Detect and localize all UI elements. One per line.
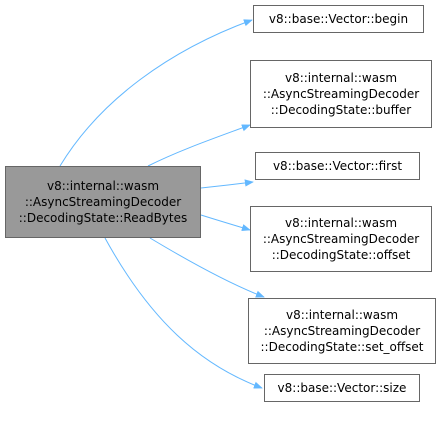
node-vector-size[interactable]: v8::base::Vector::size bbox=[264, 374, 420, 402]
node-vector-begin-label: v8::base::Vector::begin bbox=[268, 12, 409, 26]
edge-to-set-offset bbox=[149, 237, 265, 298]
node-vector-first[interactable]: v8::base::Vector::first bbox=[255, 152, 420, 180]
edge-to-first bbox=[200, 179, 254, 189]
node-vector-begin[interactable]: v8::base::Vector::begin bbox=[253, 5, 424, 33]
node-set-offset-line-1: v8::internal::wasm bbox=[285, 308, 399, 322]
edge-to-size bbox=[104, 237, 263, 389]
node-offset-line-2: ::AsyncStreamingDecoder bbox=[262, 232, 420, 246]
node-readbytes-line-3: ::DecodingState::ReadBytes bbox=[18, 211, 188, 225]
node-readbytes: v8::internal::wasm ::AsyncStreamingDecod… bbox=[5, 166, 201, 238]
node-vector-first-label: v8::base::Vector::first bbox=[272, 159, 403, 173]
node-buffer-line-3: ::DecodingState::buffer bbox=[270, 103, 412, 117]
node-buffer-line-1: v8::internal::wasm bbox=[284, 71, 398, 85]
node-readbytes-line-2: ::AsyncStreamingDecoder bbox=[24, 195, 182, 209]
node-vector-size-label: v8::base::Vector::size bbox=[277, 381, 407, 395]
node-offset-line-1: v8::internal::wasm bbox=[284, 216, 398, 230]
node-offset-line-3: ::DecodingState::offset bbox=[271, 248, 411, 262]
node-readbytes-line-1: v8::internal::wasm bbox=[46, 179, 160, 193]
edge-to-offset bbox=[200, 214, 251, 232]
node-buffer-line-2: ::AsyncStreamingDecoder bbox=[262, 87, 420, 101]
node-decodingstate-set-offset[interactable]: v8::internal::wasm ::AsyncStreamingDecod… bbox=[248, 298, 436, 364]
node-decodingstate-offset[interactable]: v8::internal::wasm ::AsyncStreamingDecod… bbox=[250, 206, 432, 272]
node-set-offset-line-3: ::DecodingState::set_offset bbox=[260, 340, 424, 354]
edge-to-buffer bbox=[147, 124, 251, 167]
node-decodingstate-buffer[interactable]: v8::internal::wasm ::AsyncStreamingDecod… bbox=[250, 60, 432, 128]
edge-to-begin bbox=[59, 19, 253, 167]
node-set-offset-line-2: ::AsyncStreamingDecoder bbox=[263, 324, 421, 338]
